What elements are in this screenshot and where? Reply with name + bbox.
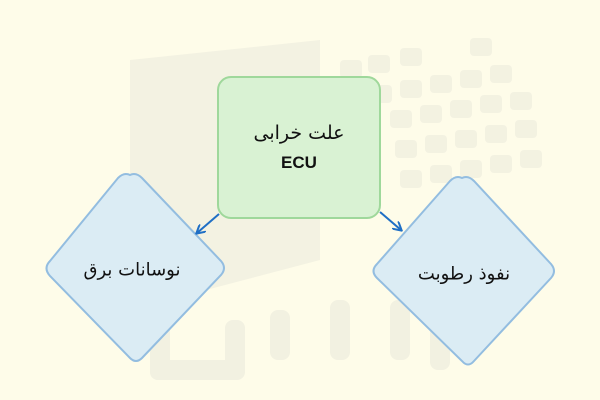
root-node-label-line2: ECU [281, 152, 317, 172]
root-node-ecu-failure-cause: علت خرابی ECU [217, 76, 381, 219]
diamond-node-moisture [372, 176, 555, 366]
edge-root-to-left [197, 213, 220, 233]
edge-root-to-right [379, 211, 401, 230]
root-node-label-line1: علت خرابی [253, 121, 345, 144]
left-diamond-label: نوسانات برق [83, 259, 181, 281]
diamond-node-power-fluctuation [45, 173, 225, 362]
right-diamond-label: نفوذ رطوبت [417, 263, 511, 285]
